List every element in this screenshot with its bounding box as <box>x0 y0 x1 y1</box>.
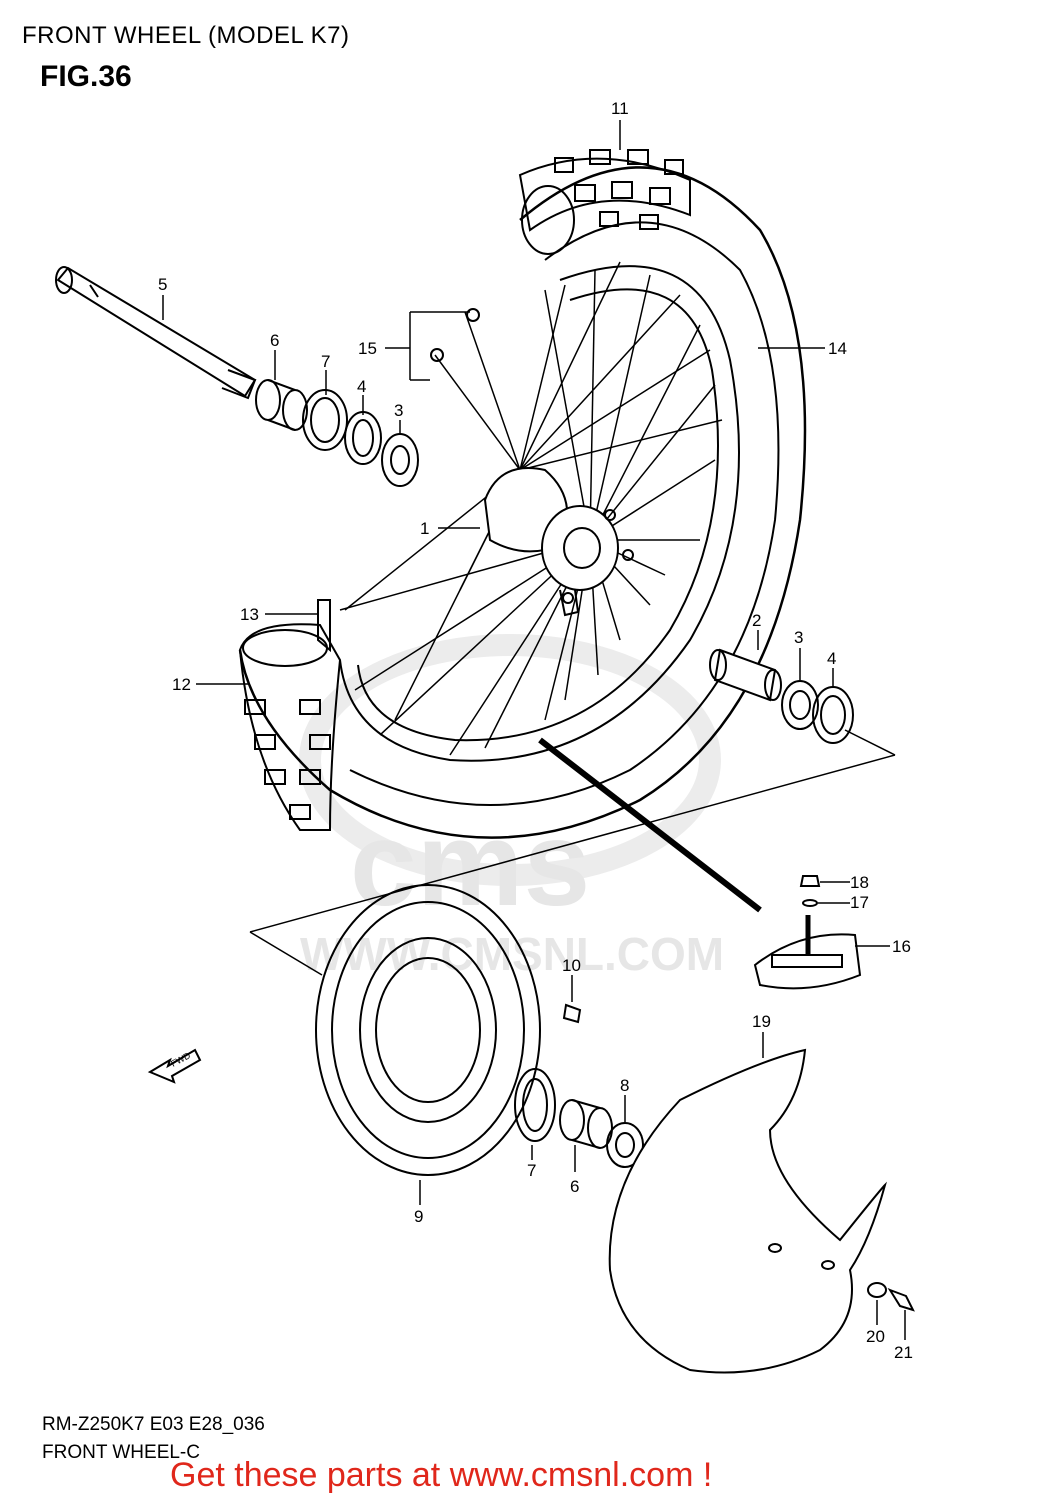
spacer <box>709 648 782 702</box>
callout-numbers: 11 5 6 7 4 3 15 14 1 13 12 2 3 4 18 17 1… <box>158 99 913 1362</box>
cta-link[interactable]: Get these parts at www.cmsnl.com ! <box>170 1456 713 1494</box>
diagram-code: RM-Z250K7 E03 E28_036 <box>42 1414 265 1435</box>
fwd-arrow-icon: FWD <box>147 1048 202 1084</box>
watermark-url-text: WWW.CMSNL.COM <box>300 928 724 980</box>
collar-upper <box>255 379 308 431</box>
bearing-upper <box>381 433 419 487</box>
callout-18: 18 <box>850 873 869 892</box>
dust-seal-lower <box>514 1068 556 1142</box>
brake-disc <box>315 884 541 1176</box>
oil-seal-lower <box>812 686 854 744</box>
page-title: FRONT WHEEL (MODEL K7) <box>22 22 350 49</box>
callout-6-lower: 6 <box>570 1177 579 1196</box>
callout-13: 13 <box>240 605 259 624</box>
callout-5: 5 <box>158 275 167 294</box>
callout-15: 15 <box>358 339 377 358</box>
oil-seal-upper <box>344 411 382 465</box>
dust-seal-upper <box>302 389 348 451</box>
tire-tread-bottom <box>238 623 342 831</box>
diagram-name: FRONT WHEEL-C <box>42 1442 200 1463</box>
callout-9: 9 <box>414 1207 423 1226</box>
figure-label: FIG.36 <box>40 60 132 93</box>
callout-17: 17 <box>850 893 869 912</box>
wheel-hub <box>483 467 634 617</box>
callout-4-lower: 4 <box>827 649 836 668</box>
axle-shaft <box>55 266 257 400</box>
disc-cover <box>608 1048 887 1374</box>
rim-band <box>317 599 331 653</box>
bearing-lower <box>781 680 819 730</box>
callout-11: 11 <box>611 99 629 118</box>
callout-12: 12 <box>172 675 191 694</box>
collar-lower <box>559 1099 613 1149</box>
wheel-rim <box>339 265 740 762</box>
callout-2: 2 <box>752 611 761 630</box>
spoke-nipples <box>430 308 480 362</box>
callout-10: 10 <box>562 956 581 975</box>
callout-8: 8 <box>620 1076 629 1095</box>
cover-bolt <box>887 1288 915 1312</box>
callout-21: 21 <box>894 1343 913 1362</box>
axle-nut <box>606 1122 644 1168</box>
callout-20: 20 <box>866 1327 885 1346</box>
disc-bolt <box>562 1003 582 1024</box>
callout-4: 4 <box>357 377 366 396</box>
leader-lines <box>162 120 906 1340</box>
callout-7-lower: 7 <box>527 1161 536 1180</box>
callout-14: 14 <box>828 339 847 358</box>
valve-indicator-line <box>538 737 762 913</box>
callout-19: 19 <box>752 1012 771 1031</box>
inner-tube <box>753 875 862 990</box>
watermark: cms WWW.CMSNL.COM <box>299 634 724 980</box>
ground-plane <box>249 729 896 976</box>
callout-3: 3 <box>394 401 403 420</box>
callout-1: 1 <box>420 519 429 538</box>
callout-7: 7 <box>321 352 330 371</box>
tire-tread-top <box>518 149 691 255</box>
callout-3-lower: 3 <box>794 628 803 647</box>
callout-16: 16 <box>892 937 911 956</box>
cover-washer <box>867 1282 887 1298</box>
callout-6: 6 <box>270 331 279 350</box>
